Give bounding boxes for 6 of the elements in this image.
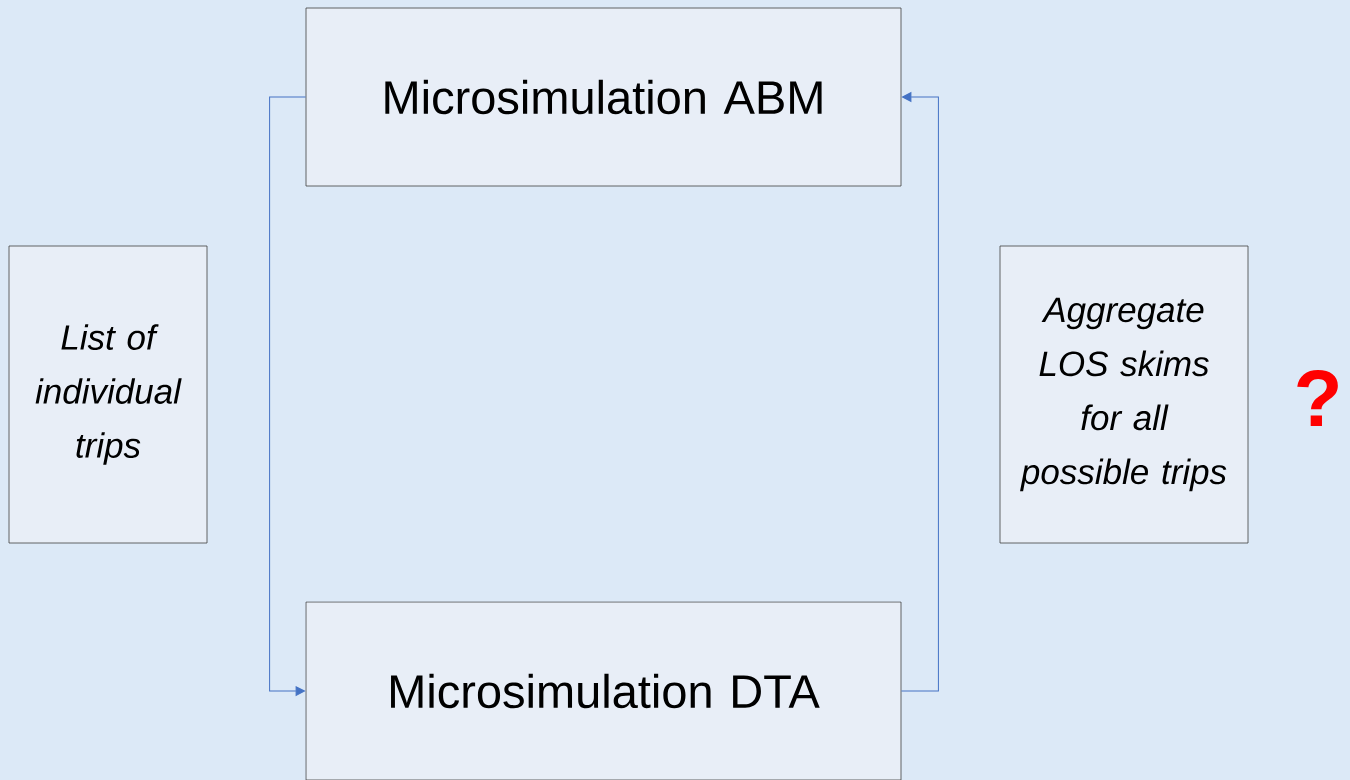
note-box: Aggregate LOS skims for all possible trips (999, 245, 1249, 544)
note-box: List of individual trips (8, 245, 208, 544)
process-box: Microsimulation DTA (305, 601, 902, 780)
connector-arrow (900, 92, 939, 692)
connector-arrow (269, 96, 307, 696)
process-box: Microsimulation ABM (305, 7, 902, 187)
